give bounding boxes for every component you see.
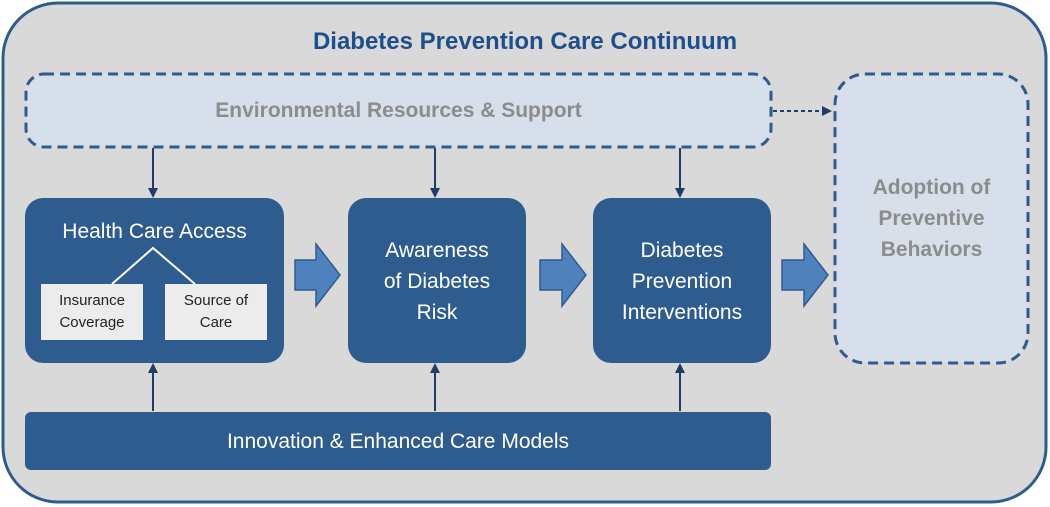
environment-box — [24, 72, 773, 149]
innovation-bar — [25, 412, 771, 470]
awareness-label: Awareness of Diabetes Risk — [383, 238, 491, 324]
interventions-label: Diabetes Prevention Interventions — [621, 238, 743, 324]
block-arrow-access-to-awareness — [294, 241, 341, 309]
source-of-care-label: Source of Care — [165, 284, 267, 340]
branch-line — [111, 246, 196, 285]
environment-label: Environmental Resources & Support — [215, 99, 582, 122]
diagram-title: Diabetes Prevention Care Continuum — [312, 28, 738, 55]
health-care-access-label: Health Care Access — [62, 219, 247, 243]
insurance-coverage-label: Insurance Coverage — [41, 284, 143, 340]
interventions-box — [593, 198, 771, 363]
adoption-box — [833, 72, 1030, 365]
block-arrow-awareness-to-interventions — [539, 241, 587, 309]
innovation-label: Innovation & Enhanced Care Models — [226, 429, 570, 453]
adoption-label: Adoption of Preventive Behaviors — [872, 175, 991, 261]
block-arrow-interventions-to-adoption — [781, 241, 829, 309]
awareness-box — [348, 198, 526, 363]
